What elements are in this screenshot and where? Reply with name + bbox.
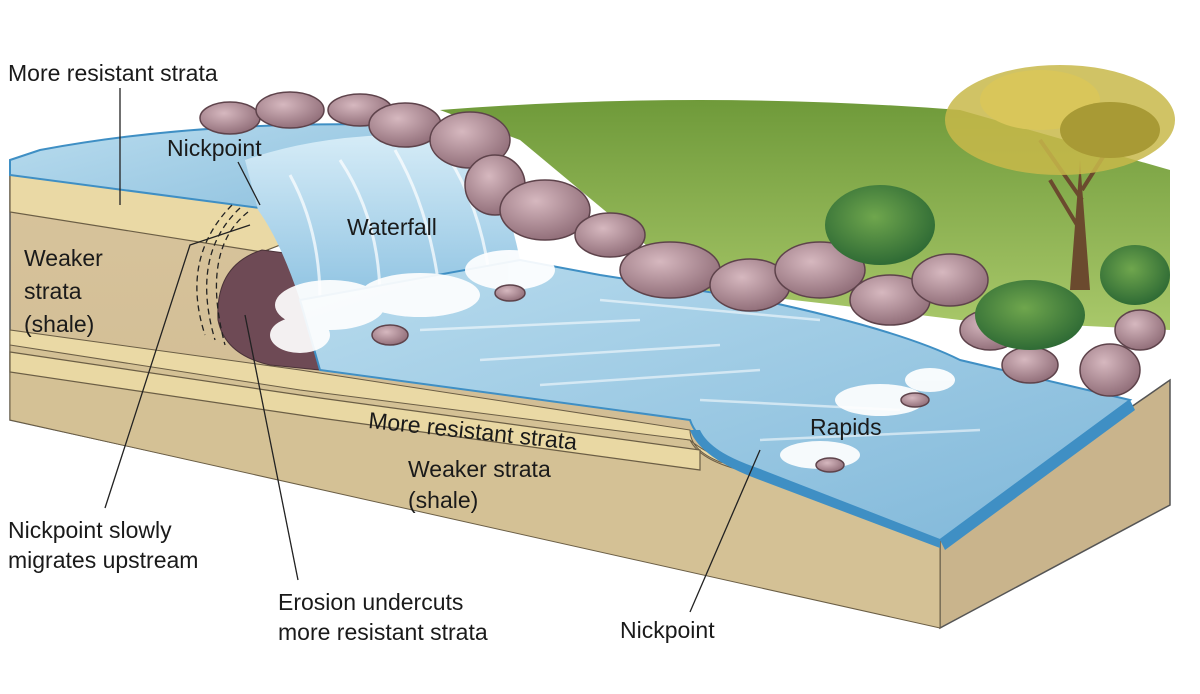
foam (270, 250, 955, 469)
migration-arcs (196, 204, 249, 346)
tree-icon (945, 65, 1175, 290)
label-weaker-mid-1: Weaker strata (408, 456, 551, 482)
label-top-resistant: More resistant strata (8, 60, 218, 86)
label-migrates-1: Nickpoint slowly (8, 517, 172, 543)
waterfall (245, 134, 520, 300)
middle-resistant-band (9, 351, 701, 471)
label-nickpoint-bottom: Nickpoint (620, 617, 715, 643)
label-migrates-2: migrates upstream (8, 547, 199, 573)
label-weaker-left-1: Weaker (24, 245, 103, 271)
label-erosion-2: more resistant strata (278, 619, 488, 645)
label-weaker-left-3: (shale) (24, 311, 95, 337)
label-erosion-1: Erosion undercuts (278, 589, 464, 615)
label-waterfall: Waterfall (347, 214, 437, 240)
label-rapids: Rapids (810, 414, 882, 440)
label-nickpoint-top: Nickpoint (167, 135, 262, 161)
leader-lines (104, 88, 761, 613)
shrub-icon (825, 185, 1170, 350)
label-weaker-mid-2: (shale) (408, 487, 479, 513)
label-weaker-left-2: strata (24, 278, 82, 304)
